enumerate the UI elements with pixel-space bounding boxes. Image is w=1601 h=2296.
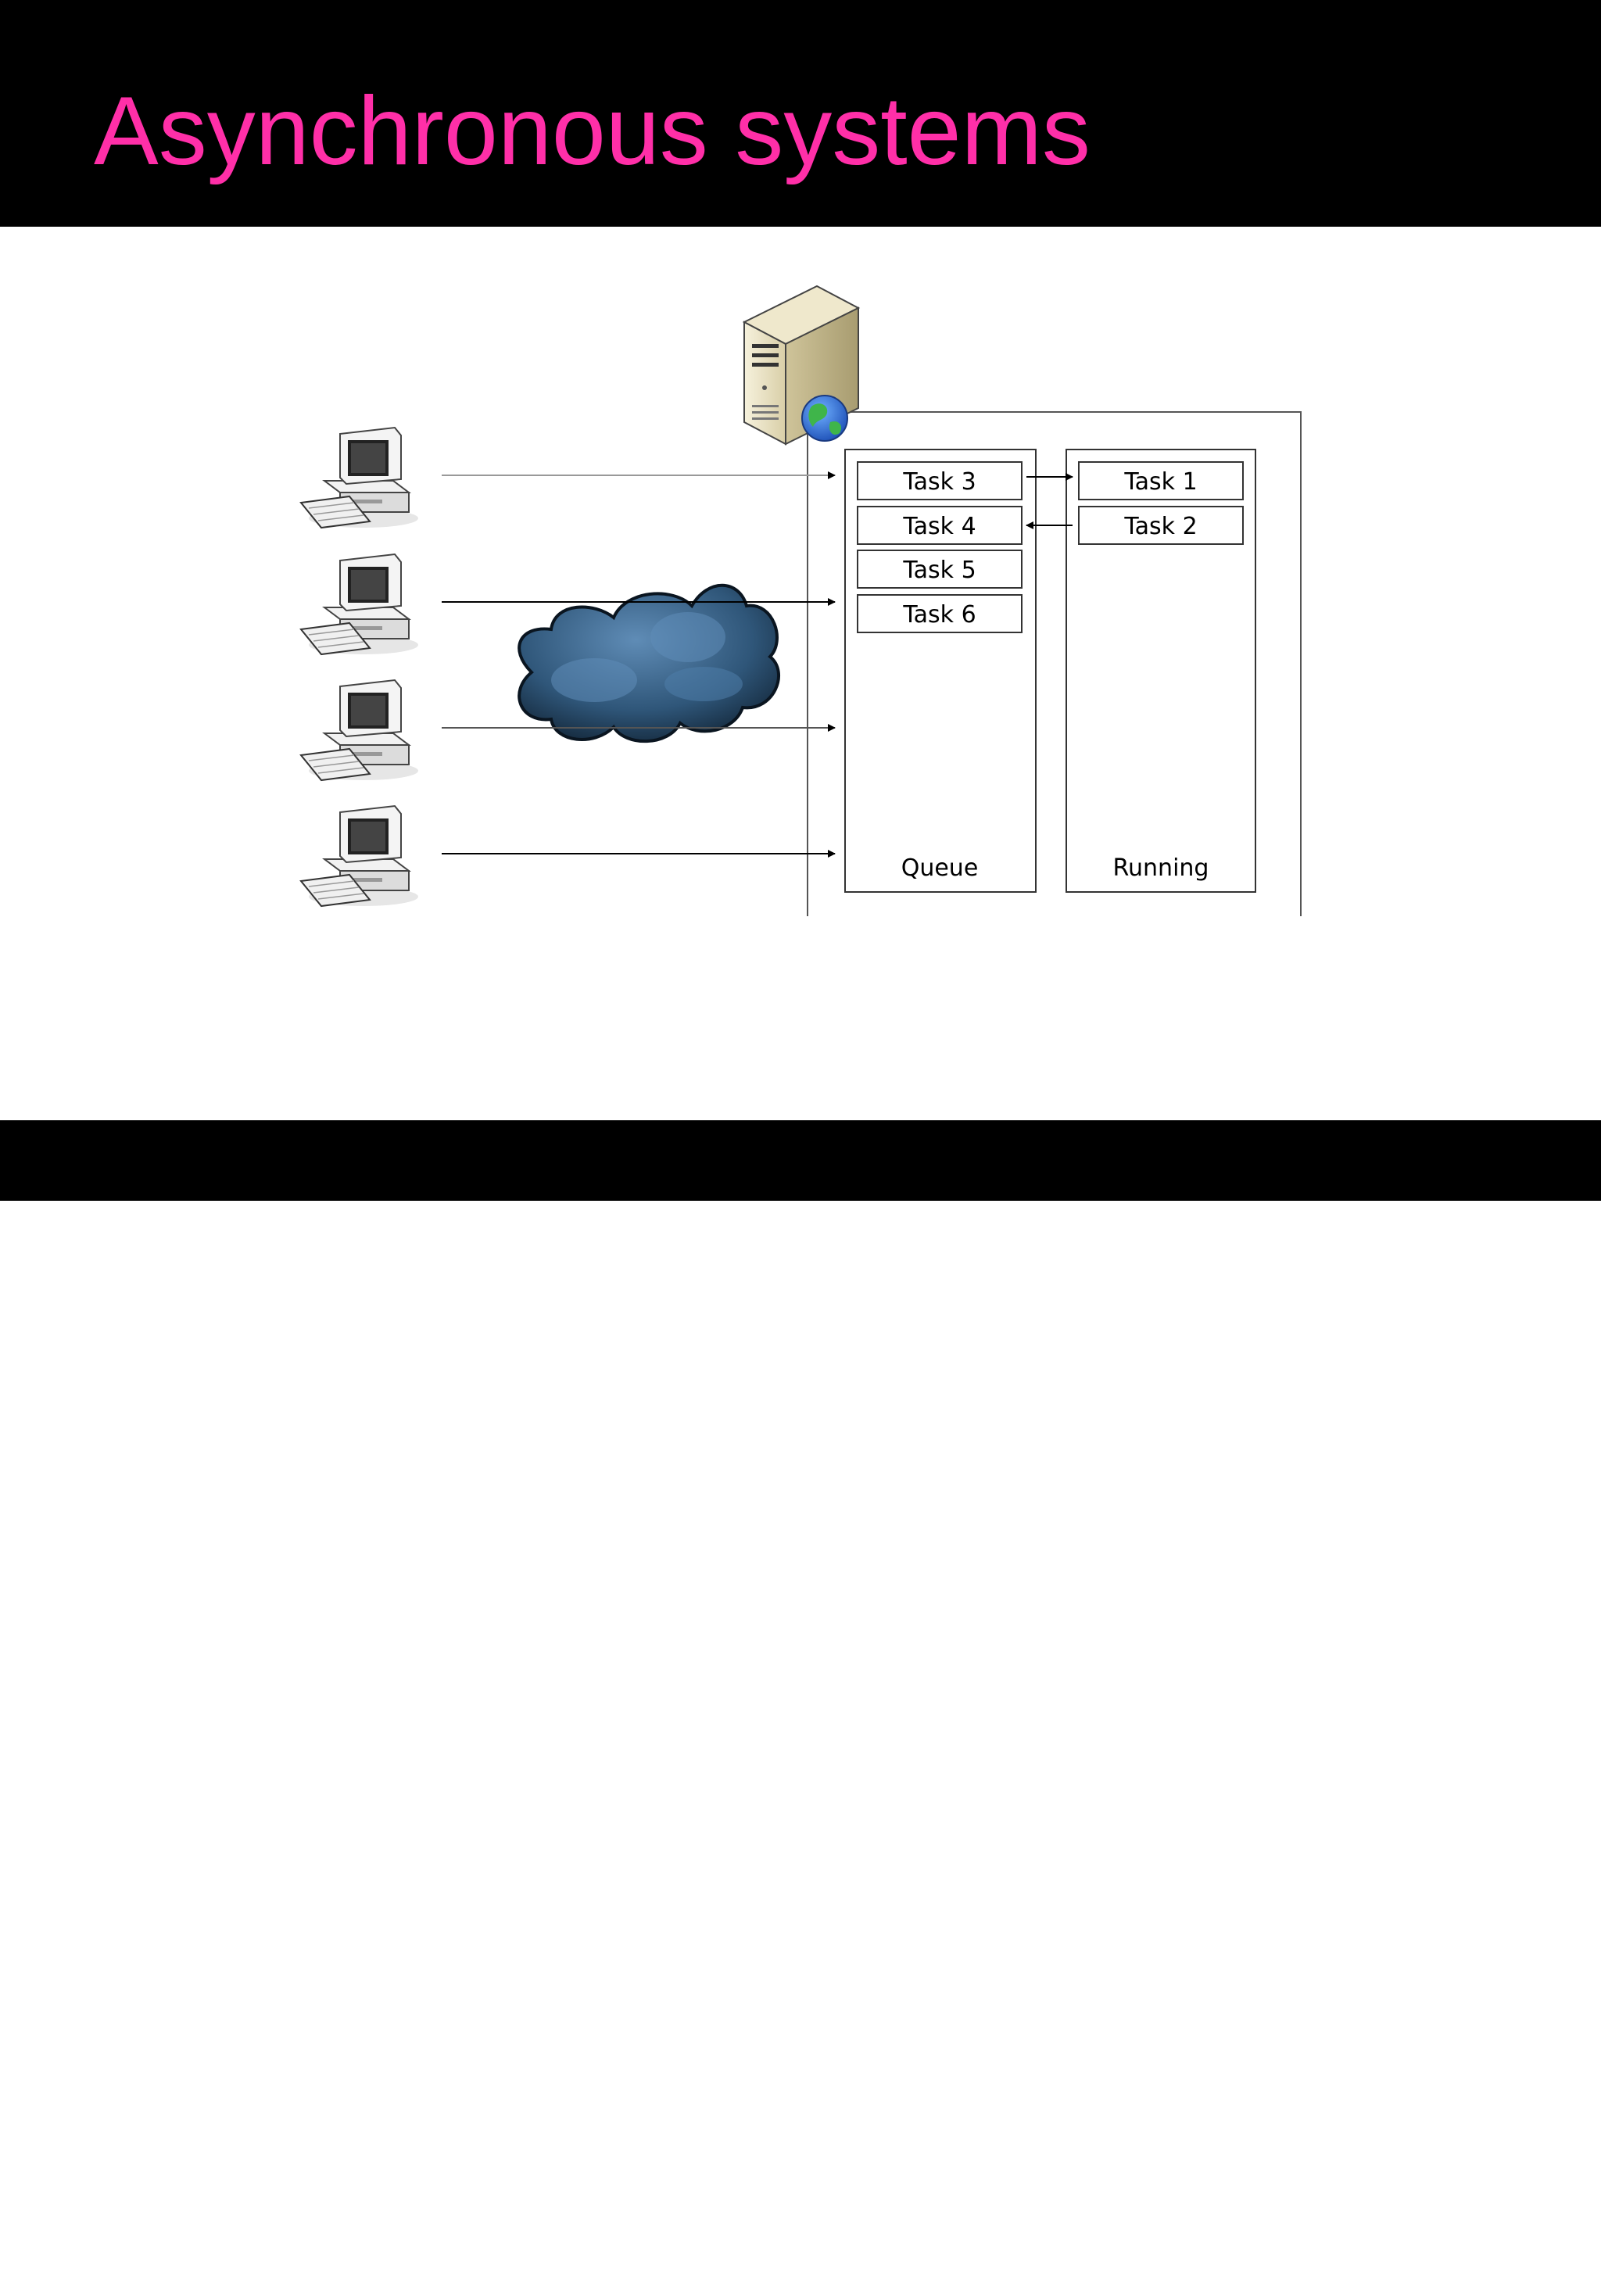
footer-bar: Web 2.0 Expo, 15 April 2007 52 <box>0 1120 1601 2294</box>
desktop-computer-icon <box>300 553 419 655</box>
desktop-computer-icon <box>300 679 419 781</box>
queue-label: Queue <box>901 854 979 882</box>
svg-text:Task 4: Task 4 <box>902 513 976 540</box>
desktop-computer-icon <box>300 427 419 528</box>
page-number: 52 <box>1530 2266 1559 2294</box>
title-bar: Asynchronous systems <box>0 0 1601 227</box>
queue-task: Task 4 <box>857 506 1023 545</box>
running-task: Task 1 <box>1078 461 1244 500</box>
running-label: Running <box>1113 854 1209 882</box>
svg-text:Task 6: Task 6 <box>902 601 976 629</box>
queue-task: Task 6 <box>857 594 1023 633</box>
globe-icon <box>801 395 848 442</box>
svg-text:Task 5: Task 5 <box>902 557 976 584</box>
async-diagram: Task 3 Task 4 Task 5 Task 6 Task 1 Task … <box>300 285 1302 916</box>
server-enclosure-line <box>807 411 1302 916</box>
queue-task: Task 5 <box>857 550 1023 589</box>
queue-task: Task 3 <box>857 461 1023 500</box>
svg-text:Task 3: Task 3 <box>902 468 976 496</box>
desktop-computer-icon <box>300 805 419 907</box>
footer-event: Web 2.0 Expo, 15 April 2007 <box>17 2266 344 2294</box>
svg-text:Task 1: Task 1 <box>1123 468 1197 496</box>
running-task: Task 2 <box>1078 506 1244 545</box>
slide-title: Asynchronous systems <box>94 77 1091 185</box>
cloud-icon <box>518 583 780 743</box>
svg-text:Task 2: Task 2 <box>1123 513 1197 540</box>
